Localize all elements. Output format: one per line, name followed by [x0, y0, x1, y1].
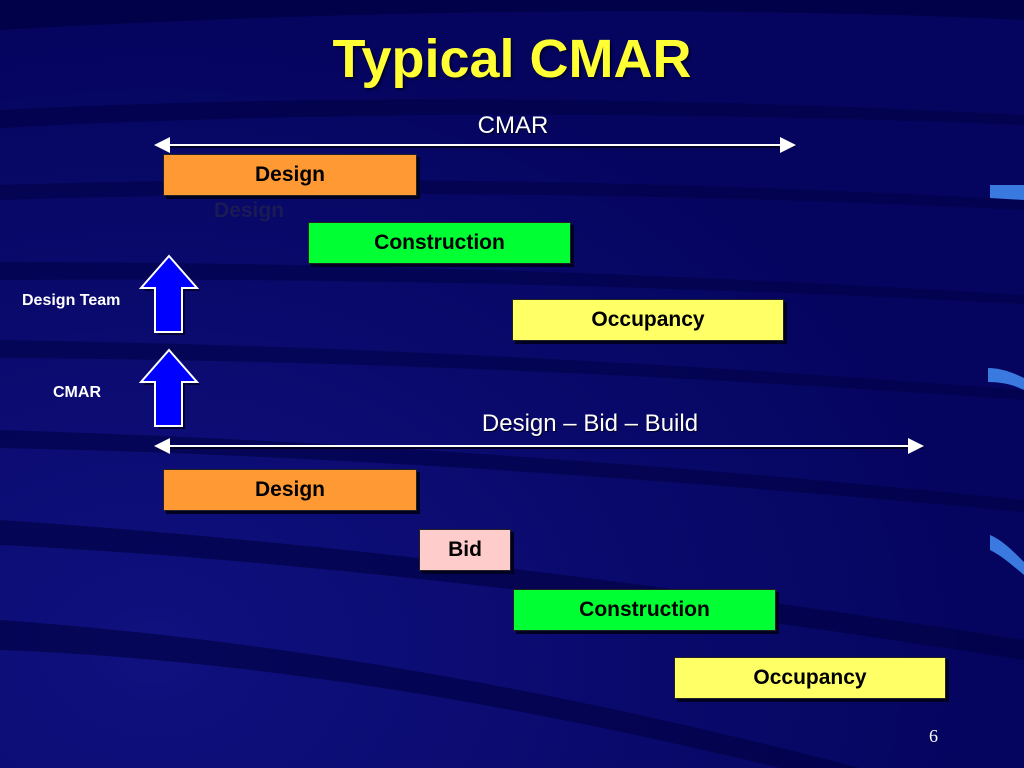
design-team-label: Design Team	[22, 292, 121, 309]
up-arrow-design-team-shape	[138, 254, 200, 333]
cmar-design-box: Design	[163, 154, 417, 196]
up-arrow-cmar-shape	[138, 348, 200, 427]
slide-title: Typical CMAR	[332, 29, 692, 89]
dbb-design-box: Design	[163, 469, 417, 511]
dbb-bid-box: Bid	[419, 529, 511, 571]
page-number: 6	[929, 726, 938, 746]
design-ghost-text: Design	[214, 199, 285, 222]
dbb-occupancy-box: Occupancy	[674, 657, 946, 699]
cmar-occupancy-box: Occupancy	[512, 299, 784, 341]
cmar-timeline-label: CMAR	[477, 112, 549, 139]
cmar-construction-box: Construction	[308, 222, 571, 264]
dbb-timeline-label: Design – Bid – Build	[481, 410, 699, 437]
cmar-side-label: CMAR	[53, 384, 101, 401]
dbb-construction-box: Construction	[513, 589, 776, 631]
